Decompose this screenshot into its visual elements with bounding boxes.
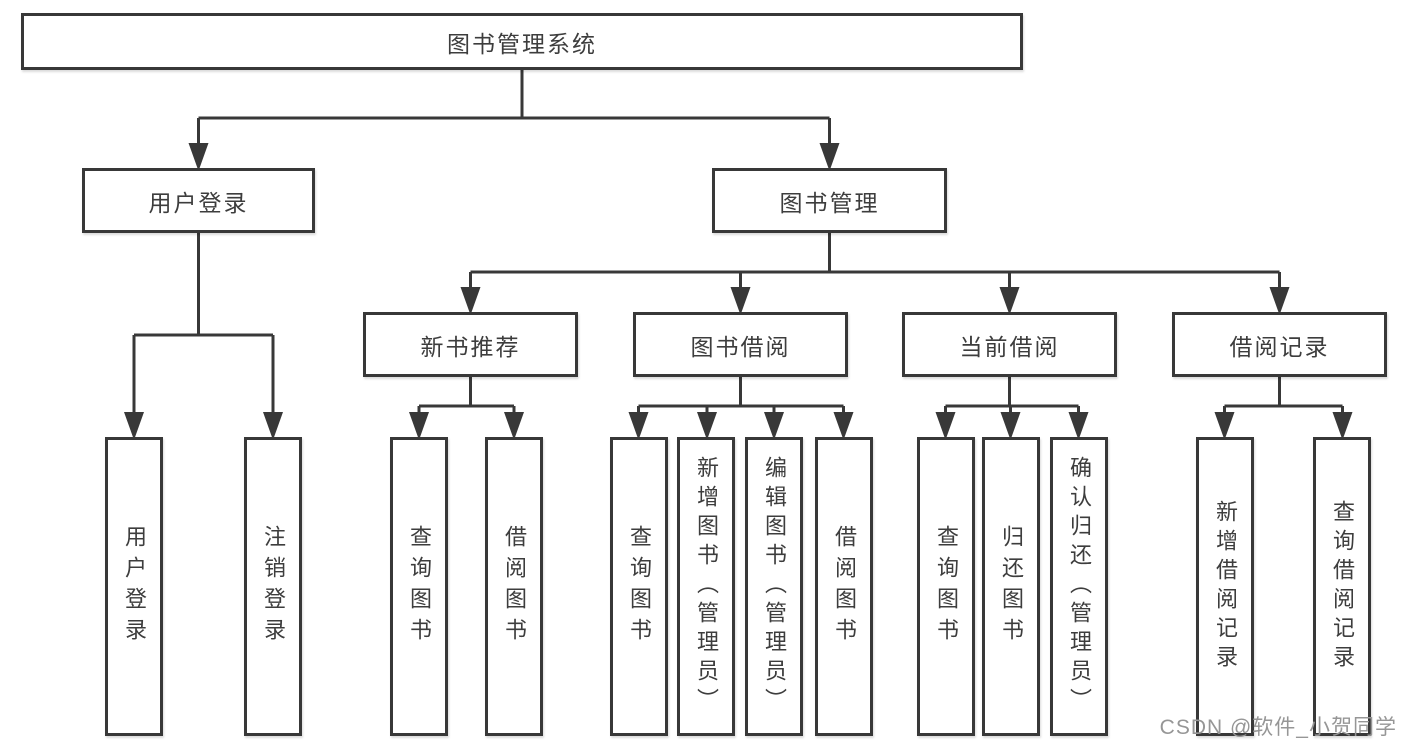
arrowhead — [1332, 412, 1353, 440]
tree-edges — [132, 70, 1344, 414]
arrowhead — [1214, 412, 1235, 440]
node-label: 新书推荐 — [420, 333, 521, 360]
leaf-return-book: 归还图书 — [982, 437, 1040, 736]
node-label: 查询图书 — [407, 524, 432, 649]
node-current-borrowing: 当前借阅 — [902, 312, 1117, 377]
node-book-management: 图书管理 — [712, 168, 947, 233]
arrowhead — [833, 412, 854, 440]
leaf-query-books-recommend: 查询图书 — [390, 437, 448, 736]
arrowheads — [124, 143, 1353, 440]
node-label: 借阅图书 — [502, 524, 527, 649]
node-label: 当前借阅 — [959, 333, 1060, 360]
leaf-borrow-books-recommend: 借阅图书 — [485, 437, 543, 736]
leaf-add-book-admin: 新增图书（管理员） — [677, 437, 735, 736]
arrowhead — [819, 143, 840, 171]
node-borrowing-records: 借阅记录 — [1172, 312, 1387, 377]
node-label: 图书借阅 — [690, 333, 791, 360]
leaf-logout: 注销登录 — [244, 437, 302, 736]
arrowhead — [697, 412, 717, 440]
arrowhead — [730, 287, 751, 315]
node-label: 图书管理 — [779, 189, 880, 216]
arrowhead — [935, 412, 956, 440]
node-new-book-recommendation: 新书推荐 — [363, 312, 578, 377]
node-label: 图书管理系统 — [447, 30, 597, 57]
leaf-query-books-borrow: 查询图书 — [610, 437, 668, 736]
node-label: 查询图书 — [627, 524, 652, 649]
node-label: 编辑图书（管理员） — [762, 456, 787, 717]
leaf-add-borrowing-record: 新增借阅记录 — [1196, 437, 1254, 736]
leaf-user-login: 用户登录 — [105, 437, 163, 736]
node-label: 用户登录 — [122, 524, 147, 649]
arrowhead — [628, 412, 649, 440]
arrowhead — [764, 412, 784, 440]
arrowhead — [1068, 412, 1089, 440]
arrowhead — [999, 287, 1020, 315]
leaf-edit-book-admin: 编辑图书（管理员） — [745, 437, 803, 736]
node-label: 注销登录 — [261, 524, 286, 649]
node-label: 确认归还（管理员） — [1067, 456, 1092, 717]
arrowhead — [124, 412, 144, 440]
node-label: 新增图书（管理员） — [694, 456, 719, 717]
arrowhead — [1000, 412, 1021, 440]
arrowhead — [1269, 287, 1290, 315]
arrowhead — [263, 412, 283, 440]
node-label: 用户登录 — [148, 189, 249, 216]
leaf-query-borrowing-record: 查询借阅记录 — [1313, 437, 1371, 736]
node-library-management-system: 图书管理系统 — [21, 13, 1023, 70]
node-label: 查询借阅记录 — [1330, 499, 1355, 674]
node-label: 新增借阅记录 — [1213, 499, 1238, 674]
leaf-confirm-return-admin: 确认归还（管理员） — [1050, 437, 1108, 736]
node-user-login: 用户登录 — [82, 168, 315, 233]
csdn-watermark: CSDN @软件_小贺同学 — [1159, 716, 1397, 739]
node-book-borrowing: 图书借阅 — [633, 312, 848, 377]
arrowhead — [188, 143, 209, 171]
node-label: 归还图书 — [999, 524, 1024, 649]
node-label: 查询图书 — [934, 524, 959, 649]
arrowhead — [504, 412, 524, 440]
node-label: 借阅图书 — [832, 524, 857, 649]
node-label: 借阅记录 — [1229, 333, 1330, 360]
leaf-query-books-current: 查询图书 — [917, 437, 975, 736]
arrowhead — [460, 287, 481, 315]
leaf-borrow-books: 借阅图书 — [815, 437, 873, 736]
arrowhead — [409, 412, 429, 440]
